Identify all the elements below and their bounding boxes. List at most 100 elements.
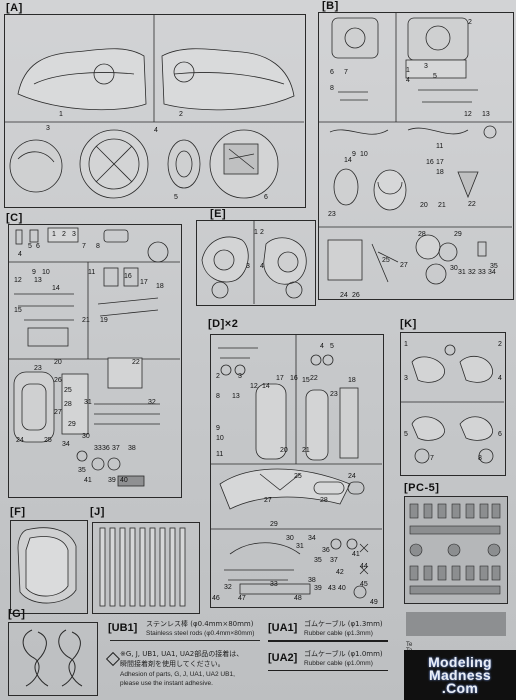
svg-text:27: 27 bbox=[400, 262, 408, 269]
svg-text:41: 41 bbox=[352, 551, 360, 558]
svg-text:23: 23 bbox=[34, 365, 42, 372]
svg-text:17: 17 bbox=[276, 375, 284, 382]
sprue-a-frame bbox=[4, 14, 306, 208]
sprue-c-drawing: 1 2 3 4 5 6 7 8 9 10 11 13 12 14 15 17 1… bbox=[8, 227, 180, 487]
svg-text:18: 18 bbox=[436, 169, 444, 176]
sprue-b-drawing: 1 2 4 3 5 6 7 8 9 10 11 12 13 14 23 24 2… bbox=[318, 12, 512, 299]
svg-text:11: 11 bbox=[436, 143, 443, 150]
ub1-tag: [UB1] bbox=[108, 622, 138, 634]
svg-text:8: 8 bbox=[330, 85, 334, 92]
svg-text:33: 33 bbox=[270, 581, 278, 588]
svg-text:27: 27 bbox=[264, 497, 272, 504]
svg-text:2: 2 bbox=[260, 229, 264, 236]
ua2-cable-line bbox=[268, 670, 388, 671]
svg-text:35: 35 bbox=[490, 263, 498, 270]
svg-text:25: 25 bbox=[44, 437, 52, 444]
sprue-f-drawing bbox=[17, 527, 77, 604]
svg-text:6: 6 bbox=[264, 194, 268, 201]
sprue-d-drawing: 2 3 4 5 8 9 10 11 12 13 14 15 16 17 18 2… bbox=[210, 334, 382, 606]
svg-text:1: 1 bbox=[254, 229, 258, 236]
svg-text:46: 46 bbox=[212, 595, 220, 602]
svg-text:31: 31 bbox=[84, 399, 92, 406]
svg-text:33: 33 bbox=[478, 269, 486, 276]
svg-text:25: 25 bbox=[64, 387, 72, 394]
svg-text:39: 39 bbox=[108, 477, 116, 484]
svg-text:5: 5 bbox=[28, 243, 32, 250]
svg-text:29: 29 bbox=[68, 421, 76, 428]
svg-text:30: 30 bbox=[286, 535, 294, 542]
sprue-a-drawing: 1 2 3 4 5 6 bbox=[4, 14, 304, 201]
svg-text:35: 35 bbox=[314, 557, 322, 564]
logo-line-2: Madness bbox=[428, 666, 491, 683]
svg-text:31: 31 bbox=[296, 543, 304, 550]
ua2-tag: [UA2] bbox=[268, 652, 298, 664]
section-c-label: [C] bbox=[6, 212, 23, 224]
svg-text:3: 3 bbox=[246, 263, 250, 270]
svg-text:4: 4 bbox=[498, 375, 502, 382]
ua2-en-caption: Rubber cable (φ1.0mm) bbox=[304, 660, 373, 667]
svg-text:32: 32 bbox=[468, 269, 476, 276]
svg-text:4: 4 bbox=[320, 343, 324, 350]
svg-text:43: 43 bbox=[328, 585, 336, 592]
svg-text:47: 47 bbox=[238, 595, 246, 602]
svg-text:4: 4 bbox=[260, 263, 264, 270]
svg-text:13: 13 bbox=[34, 277, 42, 284]
svg-text:22: 22 bbox=[468, 201, 476, 208]
svg-text:25: 25 bbox=[382, 257, 390, 264]
svg-text:12: 12 bbox=[14, 277, 22, 284]
svg-text:37: 37 bbox=[112, 445, 120, 452]
adhesive-en-line1: Adhesion of parts, G, J, UA1, UA2 UB1, bbox=[120, 671, 235, 678]
svg-text:48: 48 bbox=[294, 595, 302, 602]
svg-text:5: 5 bbox=[433, 73, 437, 80]
sprue-d-frame bbox=[210, 334, 384, 608]
svg-text:13: 13 bbox=[232, 393, 240, 400]
logo-line-1: Modeling bbox=[428, 653, 492, 670]
svg-text:2: 2 bbox=[468, 19, 472, 26]
svg-text:3: 3 bbox=[404, 375, 408, 382]
section-k-label: [K] bbox=[400, 318, 417, 330]
ub1-jp-caption: ステンレス棒 (φ0.4mm×80mm) bbox=[146, 620, 254, 628]
svg-text:16: 16 bbox=[124, 273, 132, 280]
svg-text:17: 17 bbox=[140, 279, 148, 286]
svg-text:1: 1 bbox=[406, 67, 410, 74]
svg-text:5: 5 bbox=[404, 431, 408, 438]
svg-text:7: 7 bbox=[344, 69, 348, 76]
svg-text:3: 3 bbox=[238, 373, 242, 380]
svg-text:16: 16 bbox=[290, 375, 298, 382]
svg-text:26: 26 bbox=[352, 292, 360, 299]
svg-text:28: 28 bbox=[320, 497, 328, 504]
svg-text:4: 4 bbox=[406, 77, 410, 84]
adhesive-jp-line1: ※G, J, UB1, UA1, UA2部品の接着は、 bbox=[120, 650, 244, 658]
svg-text:34: 34 bbox=[308, 535, 316, 542]
svg-text:26: 26 bbox=[54, 377, 62, 384]
svg-text:7: 7 bbox=[82, 243, 86, 250]
svg-text:35: 35 bbox=[78, 467, 86, 474]
svg-text:37: 37 bbox=[330, 557, 338, 564]
ua1-tag: [UA1] bbox=[268, 622, 298, 634]
svg-text:18: 18 bbox=[348, 377, 356, 384]
svg-text:4: 4 bbox=[154, 127, 158, 134]
svg-text:41: 41 bbox=[84, 477, 92, 484]
svg-text:10: 10 bbox=[42, 269, 50, 276]
svg-text:1: 1 bbox=[52, 231, 56, 238]
svg-text:42: 42 bbox=[336, 569, 344, 576]
ua1-en-caption: Rubber cable (φ1.3mm) bbox=[304, 630, 373, 637]
svg-text:22: 22 bbox=[310, 375, 318, 382]
sprue-k-frame bbox=[400, 332, 506, 476]
svg-text:29: 29 bbox=[270, 521, 278, 528]
svg-text:8: 8 bbox=[96, 243, 100, 250]
logo-line-3: .Com bbox=[441, 679, 479, 696]
svg-text:15: 15 bbox=[302, 377, 310, 384]
svg-text:36: 36 bbox=[102, 445, 110, 452]
svg-text:9: 9 bbox=[216, 425, 220, 432]
svg-text:40: 40 bbox=[338, 585, 346, 592]
section-b-label: [B] bbox=[322, 0, 339, 12]
svg-text:5: 5 bbox=[174, 194, 178, 201]
svg-text:19: 19 bbox=[100, 317, 108, 324]
svg-text:24: 24 bbox=[16, 437, 24, 444]
modeling-madness-logo: Modeling Madness .Com bbox=[404, 650, 516, 700]
section-e-label: [E] bbox=[210, 208, 227, 220]
sprue-pc5-drawing bbox=[409, 503, 501, 595]
gray-swatch bbox=[406, 612, 506, 636]
ua2-jp-caption: ゴムケーブル (φ1.0mm) bbox=[304, 650, 383, 658]
